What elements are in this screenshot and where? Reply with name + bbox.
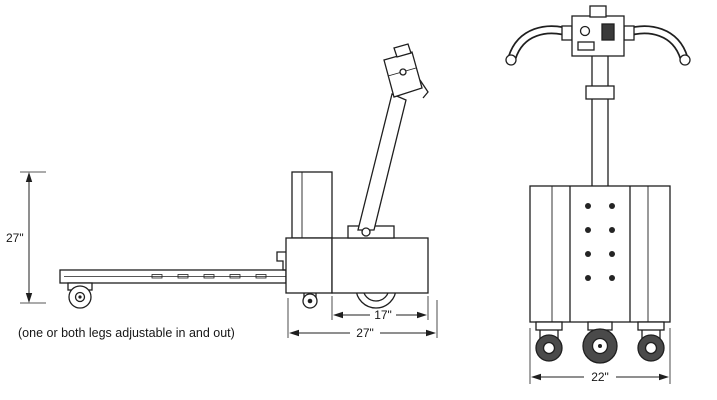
center-drive-wheel [582, 321, 618, 364]
adjustable-legs-note: (one or both legs adjustable in and out) [18, 326, 235, 340]
front-view [505, 5, 691, 364]
control-head-front [571, 5, 625, 57]
dimension-width: 22" [529, 328, 671, 384]
right-grip-cap [679, 54, 691, 66]
tiller-assembly [347, 43, 429, 239]
chassis-body [529, 185, 671, 323]
front-caster-side [302, 293, 318, 309]
mast-housing [291, 171, 333, 239]
dimension-label-height: 27" [6, 231, 24, 245]
straddle-leg [59, 269, 287, 284]
dimension-label-base: 27" [356, 326, 374, 340]
left-grip-cap [505, 54, 517, 66]
dimension-base: 27" [287, 298, 438, 340]
bolt-pattern [585, 203, 615, 281]
right-caster [637, 321, 665, 362]
handlebar [505, 25, 691, 66]
dimension-label-body-top: 17" [374, 308, 392, 322]
left-caster [535, 321, 563, 362]
dimension-height: 27" [6, 171, 46, 304]
power-unit-body [331, 237, 429, 294]
front-chassis-box [276, 237, 333, 294]
mast-column [585, 56, 615, 186]
leg-wheel [67, 282, 93, 309]
dimension-label-width: 22" [591, 370, 609, 384]
dimension-body-top: 17" [331, 296, 429, 322]
side-view [59, 43, 429, 309]
